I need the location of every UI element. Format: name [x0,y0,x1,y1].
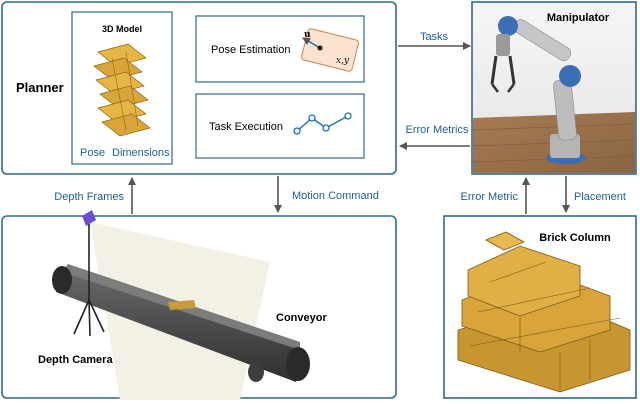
motion-command-label: Motion Command [292,190,379,202]
model-caption: 3D Model [102,24,142,34]
error-metrics-label: Error Metrics [406,124,469,136]
placement-label: Placement [574,191,626,203]
trajectory-icon [296,115,349,132]
depth-frames-label: Depth Frames [54,191,124,203]
model-box: 3D Model Pose Dimensions [71,11,173,165]
planner-title: Planner [16,80,64,95]
pose-vector-label: u [304,30,311,40]
pose-estimation-box: Pose Estimation u x,y [195,15,365,83]
tasks-label: Tasks [420,31,449,43]
pose-vector-arrow [302,37,321,49]
pose-label: Pose [80,147,105,159]
conveyor-belt-image [52,264,310,382]
pose-coord-label: x,y [336,56,350,66]
task-execution-label: Task Execution [209,121,283,133]
dimensions-label: Dimensions [112,147,170,159]
brick-model-image [93,43,151,137]
conveyor-panel: Conveyor Depth Camera [1,210,397,400]
depth-camera-image [73,210,105,337]
manipulator-panel: Manipulator [471,1,637,175]
planner-panel: Planner 3D Model Pose Dimensions Pose Es… [1,1,397,175]
depth-camera-label: Depth Camera [38,354,113,366]
brick-stack-image [457,231,631,393]
error-metric-label: Error Metric [461,191,519,203]
pose-center-dot [317,45,323,51]
manipulator-title: Manipulator [547,12,610,24]
conveyor-title: Conveyor [276,312,327,324]
task-execution-box: Task Execution [195,93,365,159]
brick-column-panel: Brick Column [443,215,637,399]
robot-arm-image [490,16,586,164]
brick-column-title: Brick Column [539,232,611,244]
arrows: Tasks Error Metrics Depth Frames Motion … [54,31,626,214]
pose-estimation-label: Pose Estimation [211,44,290,56]
